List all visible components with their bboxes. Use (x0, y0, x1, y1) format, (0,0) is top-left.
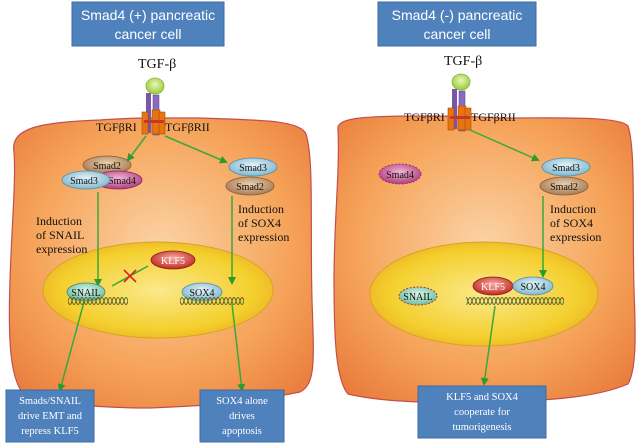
left-sox4-induction-1: Induction (238, 202, 284, 216)
right-receptor2-label: TGFβRII (471, 110, 516, 124)
right-snail-protein (398, 286, 438, 306)
left-klf5-label: KLF5 (161, 256, 185, 267)
right-smad4-protein (378, 163, 422, 185)
right-ligand-icon (451, 73, 471, 91)
right-title-box (377, 1, 537, 47)
left-tgf-beta-label: TGF-β (138, 57, 176, 72)
left-ligand-icon (145, 77, 165, 95)
left-snail-induction-2: of SNAIL (36, 228, 84, 242)
left-arrow-receptor-to-smadcomplex (126, 135, 147, 162)
left-receptor1-label: TGFβRI (96, 120, 137, 134)
left-smad3-label-b: Smad3 (239, 163, 267, 174)
right-sox4-induction-1: Induction (550, 202, 596, 216)
left-outcome-box-2 (199, 389, 285, 443)
right-title-line2: cancer cell (424, 26, 491, 42)
right-arrow-receptor-to-smad3 (469, 129, 540, 162)
left-snail-induction-3: expression (36, 242, 87, 256)
right-sox4-label: SOX4 (520, 282, 545, 293)
left-title-line1: Smad4 (+) pancreatic (81, 7, 215, 23)
right-klf5-label: KLF5 (481, 282, 505, 293)
right-title-line1: Smad4 (-) pancreatic (392, 7, 523, 23)
left-snail-label: SNAIL (71, 288, 100, 299)
left-klf5-protein (150, 250, 196, 270)
right-smad4-label: Smad4 (386, 170, 414, 181)
left-box2-line3: apoptosis (222, 426, 262, 437)
left-title-box (71, 1, 225, 47)
right-panel: Smad4 (-) pancreatic cancer cell TGF-β T… (333, 1, 636, 439)
left-sox4-induction-2: of SOX4 (238, 216, 281, 230)
right-outcome-box (417, 385, 547, 439)
right-smad2-single (539, 176, 589, 196)
left-box2-line1: SOX4 alone (216, 396, 268, 407)
left-smad3-single (228, 157, 278, 177)
left-smad3-complex (61, 170, 111, 190)
right-box-line1: KLF5 and SOX4 (446, 392, 519, 403)
right-receptor1-label: TGFβRI (404, 110, 445, 124)
right-sox4-induction-3: expression (550, 230, 601, 244)
left-box1-line1: Smads/SNAIL (19, 396, 81, 407)
left-arrow-sox4-to-box (231, 303, 246, 392)
right-snail-label: SNAIL (403, 292, 432, 303)
right-sox4-induction-2: of SOX4 (550, 216, 593, 230)
left-smad4-label: Smad4 (108, 176, 136, 187)
left-box2-line2: drives (229, 411, 255, 422)
left-arrow-receptor-to-smad3 (164, 135, 228, 164)
left-outcome-box-1 (5, 389, 95, 443)
left-title-line2: cancer cell (115, 26, 182, 42)
right-box-line3: tumorigenesis (453, 422, 512, 433)
left-receptor-icon (141, 93, 166, 136)
left-smad2-single (225, 176, 275, 196)
left-arrow-snail-to-box (57, 301, 85, 392)
left-snail-induction-1: Induction (36, 214, 82, 228)
left-receptor2-label: TGFβRII (165, 120, 210, 134)
left-smad2-label-a: Smad2 (93, 161, 121, 172)
left-box1-line2: drive EMT and (18, 411, 83, 422)
right-dna-strand (466, 292, 564, 306)
left-panel: Smad4 (+) pancreatic cancer cell TGF-β T… (5, 1, 314, 443)
right-tgf-beta-label: TGF-β (444, 54, 482, 69)
left-sox4-label: SOX4 (189, 288, 214, 299)
right-smad3-label: Smad3 (552, 163, 580, 174)
left-dna-strand-2 (180, 297, 244, 311)
right-smad3-single (541, 157, 591, 177)
left-smad3-label-a: Smad3 (70, 176, 98, 187)
left-nucleus (42, 241, 274, 339)
left-smad2-label-b: Smad2 (236, 182, 264, 193)
left-dna-strand-1 (68, 297, 128, 311)
right-arrow-nucleus-to-box (480, 305, 496, 386)
right-receptor-icon (447, 89, 472, 132)
left-box1-line3: repress KLF5 (21, 426, 78, 437)
right-box-line2: cooperate for (454, 407, 510, 418)
left-inhibit-cross-icon (123, 269, 137, 283)
right-smad2-label: Smad2 (550, 182, 578, 193)
left-sox4-induction-3: expression (238, 230, 289, 244)
